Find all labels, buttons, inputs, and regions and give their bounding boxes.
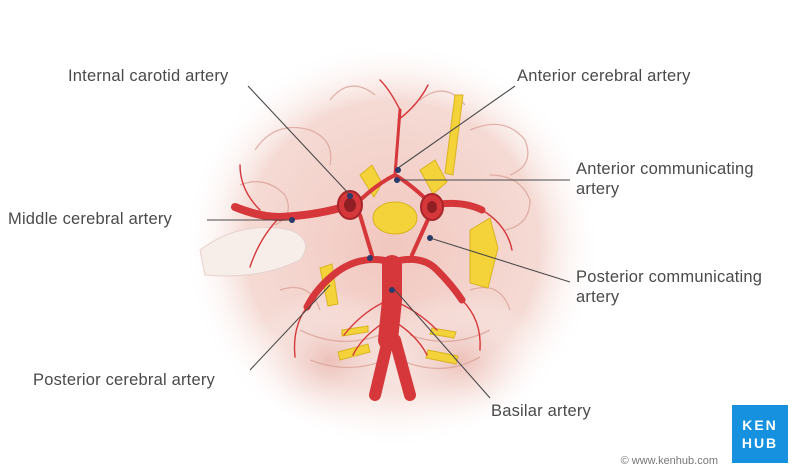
label-anterior-communicating-line1: Anterior communicating bbox=[576, 160, 754, 178]
logo-line1: KEN bbox=[742, 417, 778, 433]
carotid-ends bbox=[337, 190, 444, 221]
label-middle-cerebral-artery: Middle cerebral artery bbox=[8, 210, 172, 228]
cerebellum-right bbox=[375, 290, 545, 430]
label-anterior-communicating-line2: artery bbox=[576, 180, 620, 198]
label-anterior-cerebral-artery: Anterior cerebral artery bbox=[517, 67, 691, 85]
leader-lines bbox=[207, 85, 571, 399]
marker-dots bbox=[289, 167, 433, 293]
label-internal-carotid-artery: Internal carotid artery bbox=[68, 67, 229, 85]
copyright-credit: © www.kenhub.com bbox=[620, 455, 718, 467]
retractor-shape bbox=[199, 227, 307, 277]
kenhub-logo[interactable]: KEN HUB bbox=[732, 405, 788, 463]
label-posterior-communicating-line1: Posterior communicating bbox=[576, 268, 763, 286]
arteries bbox=[231, 79, 513, 401]
cranial-nerves bbox=[319, 94, 499, 365]
label-basilar-artery: Basilar artery bbox=[491, 402, 591, 420]
gyri bbox=[239, 85, 531, 370]
label-posterior-cerebral-artery: Posterior cerebral artery bbox=[33, 371, 215, 389]
label-anterior-communicating-artery: Anterior communicating artery bbox=[576, 159, 754, 199]
logo-line2: HUB bbox=[741, 435, 779, 451]
label-posterior-communicating-artery: Posterior communicating artery bbox=[576, 267, 762, 307]
label-posterior-communicating-line2: artery bbox=[576, 288, 620, 306]
